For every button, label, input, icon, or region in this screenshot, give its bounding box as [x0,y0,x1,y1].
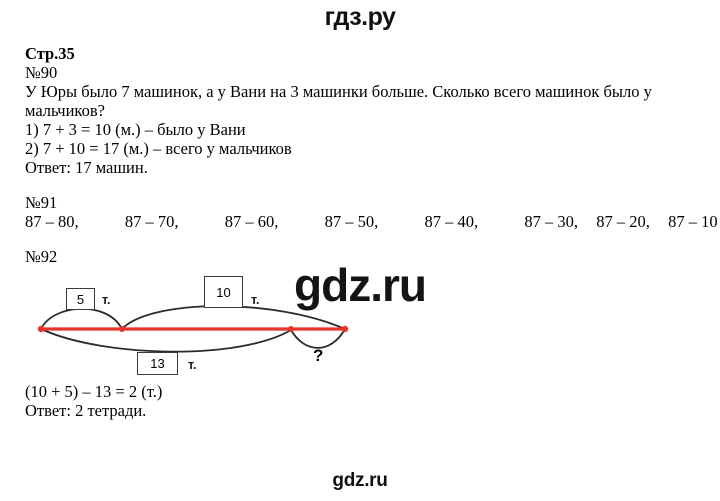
expression-5: 87 – 40, [424,212,479,231]
spacer-after-task-90 [25,177,715,193]
task-number-90: №90 [25,63,58,82]
page-content: Стр.35 №90 У Юры было 7 машинок, а у Ван… [25,44,718,420]
task-90-step-2: 2) 7 + 10 = 17 (м.) – всего у мальчиков [25,139,292,158]
watermark-top: гдз.ру [324,3,396,31]
diagram-unit-part-13: т. [188,358,197,372]
diagram-box-part-13: 13 [137,352,178,375]
node-right-endpoint [341,325,349,333]
diagram-unknown-question-mark: ? [313,346,324,365]
expression-1: 87 – 80, [25,212,79,231]
page-label: Стр.35 [25,44,75,63]
diagram-unit-part-5: т. [102,293,111,307]
watermark-bottom: gdz.ru [332,470,388,491]
node-divider-1 [119,326,125,332]
task-91-expressions: 87 – 80, 87 – 70, 87 – 60, 87 – 50, 87 –… [25,212,718,231]
task-92-diagram: 5 т. 10 т. 13 т. ? [25,272,385,380]
node-divider-2 [288,326,294,332]
node-left-endpoint [37,325,45,333]
diagram-unit-part-10: т. [251,293,260,307]
expression-7: 87 – 20, [596,212,650,231]
task-90-answer: Ответ: 17 машин. [25,158,148,177]
arc-part-10 [121,305,346,330]
diagram-box-part-10: 10 [204,276,243,308]
expression-8: 87 – 10 [668,212,718,231]
expression-3: 87 – 60, [224,212,279,231]
expression-4: 87 – 50, [324,212,379,231]
arc-part-unknown [290,328,346,349]
expression-6: 87 – 30, [524,212,578,231]
task-number-91: №91 [25,193,58,212]
expression-2: 87 – 70, [124,212,179,231]
task-92-solution: (10 + 5) – 13 = 2 (т.) [25,382,163,401]
task-90-step-1: 1) 7 + 3 = 10 (м.) – было у Вани [25,120,246,139]
diagram-box-part-5: 5 [66,288,95,310]
arc-part-13 [40,328,292,353]
task-92-answer: Ответ: 2 тетради. [25,401,147,420]
task-number-92: №92 [25,247,58,266]
spacer-after-task-91 [25,231,715,247]
task-90-problem: У Юры было 7 машинок, а у Вани на 3 маши… [25,82,652,120]
diagram-svg [37,305,349,353]
arc-part-5 [40,307,123,330]
